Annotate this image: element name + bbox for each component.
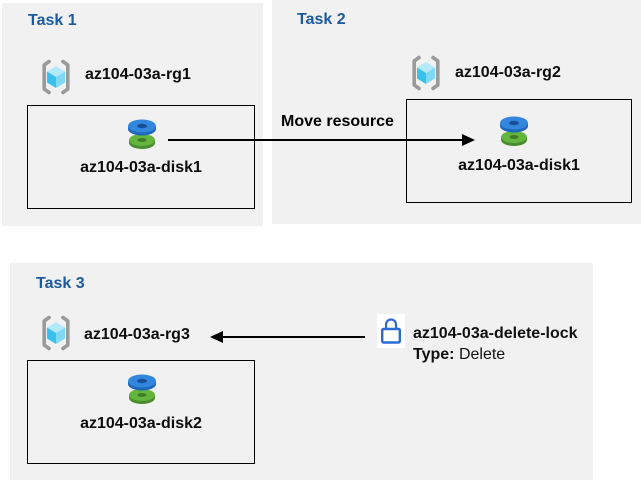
lock-type-key: Type: <box>413 346 455 363</box>
task2-panel <box>272 0 641 224</box>
task1-panel <box>2 3 263 226</box>
task3-resource-label: az104-03a-disk2 <box>80 415 202 432</box>
move-resource-arrowhead <box>462 134 475 146</box>
task3-panel <box>10 263 593 480</box>
lock-arrow-line <box>222 336 365 338</box>
task3-title: Task 3 <box>36 275 85 292</box>
resource-group-icon <box>42 315 70 351</box>
disk-icon <box>128 374 156 404</box>
lock-arrowhead <box>210 331 223 343</box>
task1-resource-box <box>27 105 255 209</box>
task2-resource-group-label: az104-03a-rg2 <box>455 64 561 81</box>
task1-title: Task 1 <box>28 12 77 29</box>
task2-title: Task 2 <box>297 11 346 28</box>
task2-resource-box <box>406 99 632 203</box>
lock-type-value: Delete <box>458 346 506 363</box>
lock-icon <box>381 318 402 344</box>
disk-icon <box>500 116 528 146</box>
move-resource-arrow-line <box>168 139 463 141</box>
move-resource-arrow-label: Move resource <box>281 113 394 130</box>
lock-type-label: Type: Delete <box>413 346 505 364</box>
task1-resource-group-label: az104-03a-rg1 <box>85 66 191 83</box>
resource-group-icon <box>412 55 440 91</box>
task1-resource-label: az104-03a-disk1 <box>80 159 202 176</box>
lock-name-label: az104-03a-delete-lock <box>413 325 578 342</box>
disk-icon <box>128 119 156 149</box>
resource-group-icon <box>42 59 70 95</box>
task2-resource-label: az104-03a-disk1 <box>458 157 580 174</box>
task3-resource-box <box>27 360 255 464</box>
lock-plate <box>377 314 405 348</box>
task3-resource-group-label: az104-03a-rg3 <box>84 326 190 343</box>
